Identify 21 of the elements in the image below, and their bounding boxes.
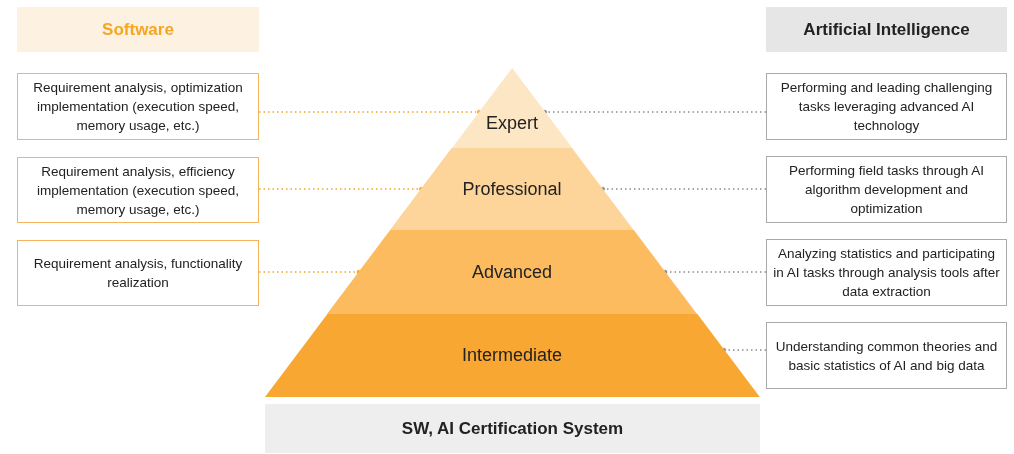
leader-line bbox=[600, 186, 767, 192]
leader-line bbox=[258, 186, 424, 192]
pyramid-tier: Intermediate bbox=[264, 314, 760, 397]
description-card: Analyzing statistics and participating in AI tasks through analysis tools after data extraction bbox=[766, 239, 1007, 306]
header-band: Software bbox=[17, 7, 259, 52]
description-card: Requirement analysis, efficiency implementation (execution speed, memory usage, etc.) bbox=[17, 157, 259, 223]
leader-line bbox=[542, 109, 767, 115]
description-card: Performing and leading challenging tasks leveraging advanced AI technology bbox=[766, 73, 1007, 140]
description-card: Requirement analysis, functionality realization bbox=[17, 240, 259, 306]
title-band: SW, AI Certification System bbox=[265, 404, 760, 453]
leader-line bbox=[721, 347, 767, 353]
leader-line bbox=[258, 269, 362, 275]
description-card: Understanding common theories and basic statistics of AI and big data bbox=[766, 322, 1007, 389]
description-card: Performing field tasks through AI algorithm development and optimization bbox=[766, 156, 1007, 223]
pyramid-tier: Expert bbox=[451, 68, 573, 148]
description-card: Requirement analysis, optimization implementation (execution speed, memory usage, etc.) bbox=[17, 73, 259, 140]
leader-line bbox=[258, 109, 482, 115]
pyramid-tier: Advanced bbox=[327, 230, 697, 314]
leader-line bbox=[662, 269, 767, 275]
header-band: Artificial Intelligence bbox=[766, 7, 1007, 52]
pyramid-tier: Professional bbox=[390, 148, 634, 230]
